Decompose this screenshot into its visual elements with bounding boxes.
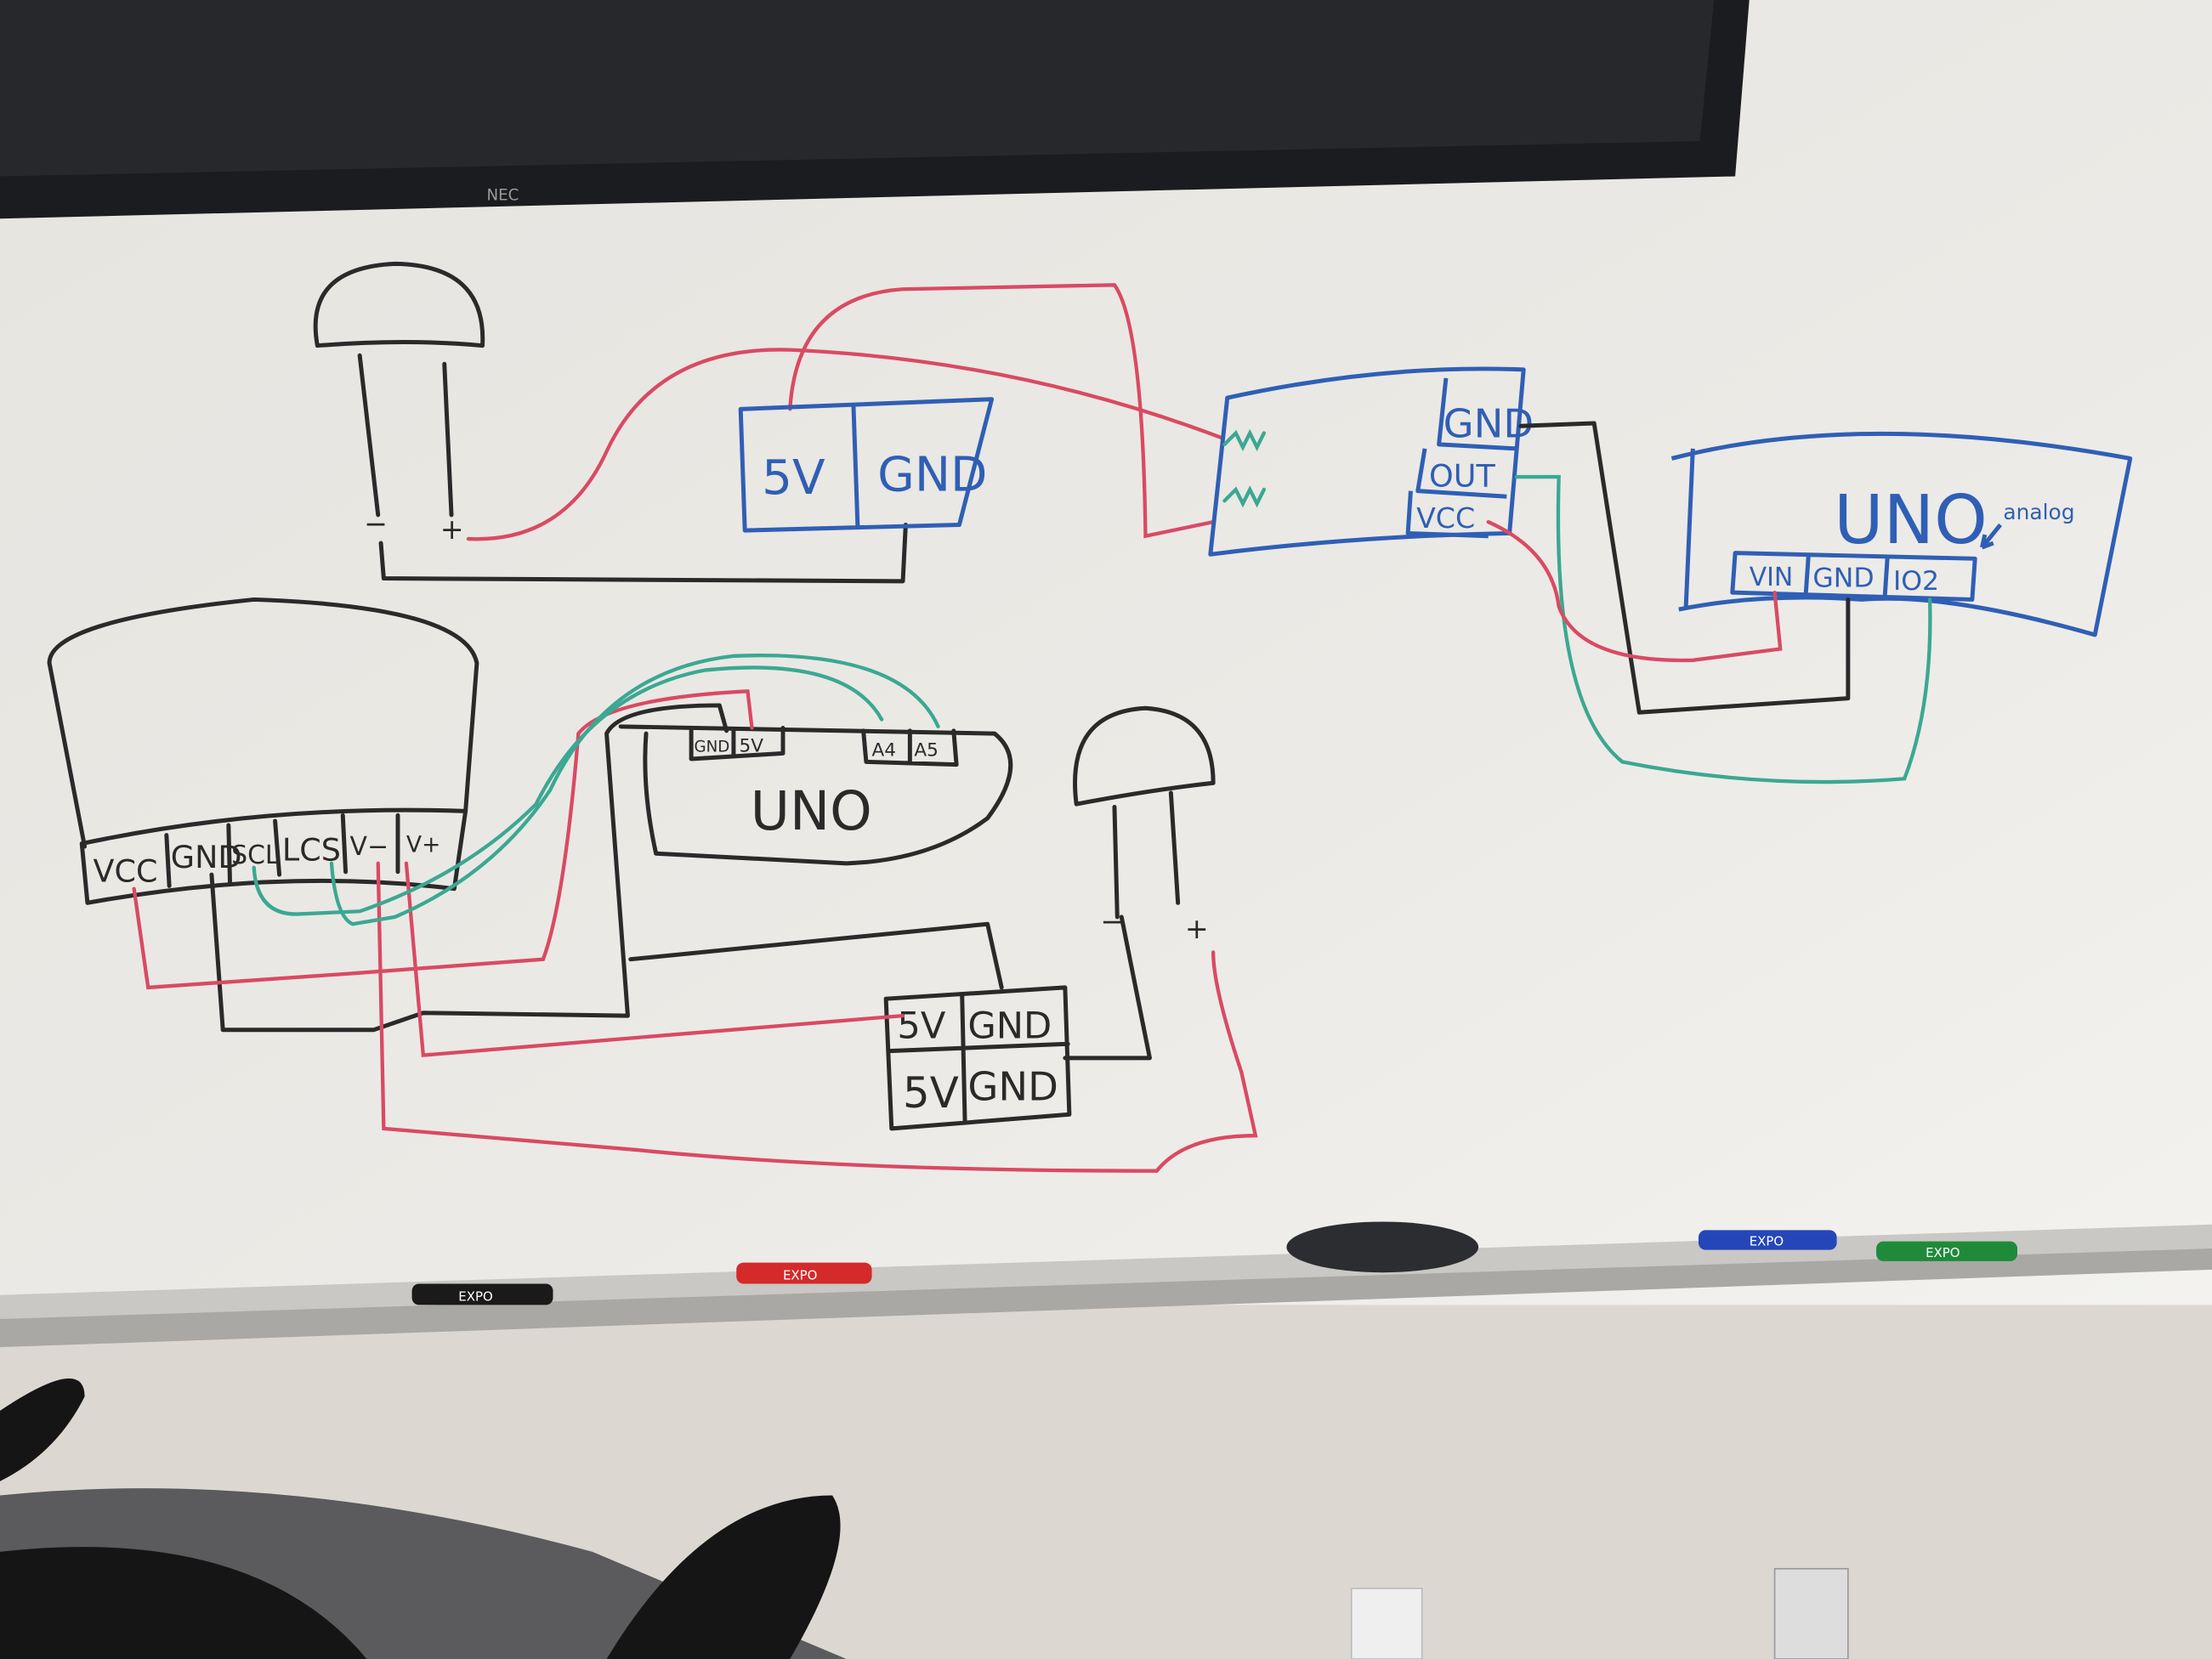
svg-text:V−: V− <box>350 832 389 862</box>
svg-text:−: − <box>1100 905 1124 938</box>
uno-right: UNO analog VIN GND IO2 <box>1670 431 2133 637</box>
svg-text:EXPO: EXPO <box>1926 1245 1960 1260</box>
marker-red[interactable]: EXPO <box>736 1262 872 1284</box>
svg-text:OUT: OUT <box>1429 458 1495 495</box>
power-module: 5V GND <box>738 397 995 533</box>
svg-text:GND: GND <box>877 448 987 503</box>
svg-text:GND: GND <box>694 739 729 756</box>
svg-text:GND: GND <box>967 1005 1052 1048</box>
chair-arm <box>0 1378 85 1481</box>
wire-green <box>329 654 940 926</box>
eraser[interactable] <box>1286 1221 1479 1273</box>
wire-black <box>209 703 1004 1033</box>
whiteboard <box>0 0 2212 1305</box>
sensor-right: − + <box>1073 705 1216 945</box>
uno-left: GND 5V A4 A5 UNO <box>618 724 1013 866</box>
svg-text:VCC: VCC <box>1416 501 1475 535</box>
wire-red <box>788 283 1216 539</box>
marker-blue[interactable]: EXPO <box>1698 1230 1837 1250</box>
wire-red <box>466 348 1222 541</box>
svg-text:A4: A4 <box>872 740 896 762</box>
svg-text:UNO: UNO <box>751 779 872 842</box>
sensor-pins <box>1222 428 1267 508</box>
wire-black <box>378 522 908 584</box>
wire-red <box>376 861 1258 1173</box>
wire-green <box>1514 474 1932 784</box>
svg-text:+: + <box>1185 912 1209 945</box>
wire-red <box>404 861 905 1057</box>
svg-text:5V: 5V <box>903 1068 959 1118</box>
svg-text:analog: analog <box>2003 500 2074 524</box>
chair-arms <box>0 1495 841 1659</box>
wire-red <box>1486 519 1783 663</box>
svg-text:5V: 5V <box>897 1005 945 1048</box>
svg-text:V+: V+ <box>406 832 440 858</box>
svg-text:EXPO: EXPO <box>783 1267 817 1282</box>
svg-text:+: + <box>440 512 464 546</box>
wire-green <box>252 665 884 916</box>
svg-text:UNO: UNO <box>1834 480 1988 559</box>
wire-red <box>132 689 754 990</box>
svg-text:GND: GND <box>967 1064 1058 1110</box>
svg-text:5V: 5V <box>740 736 764 757</box>
svg-text:5V: 5V <box>762 450 825 506</box>
wall-plate <box>1350 1588 1423 1659</box>
svg-text:VCC: VCC <box>94 852 158 889</box>
svg-text:GND: GND <box>171 839 242 875</box>
marker-black[interactable]: EXPO <box>411 1283 553 1305</box>
sensor-left: − + <box>313 261 485 546</box>
wire-black <box>1518 421 1851 715</box>
svg-text:GND: GND <box>1443 401 1534 447</box>
svg-text:GND: GND <box>1812 563 1874 593</box>
svg-text:IO2: IO2 <box>1893 566 1939 597</box>
lcd: VCC GND SCL LCS V− V+ <box>47 597 479 905</box>
wire-black <box>1063 914 1152 1061</box>
svg-text:EXPO: EXPO <box>1750 1234 1784 1249</box>
breadboard-rails: 5V GND 5V GND <box>883 985 1072 1131</box>
marker-green[interactable]: EXPO <box>1876 1241 2017 1261</box>
svg-text:−: − <box>364 507 388 540</box>
power-outlet <box>1773 1567 1849 1659</box>
marker-tray <box>0 1221 2212 1348</box>
svg-text:VIN: VIN <box>1750 563 1794 592</box>
svg-text:SCL: SCL <box>231 841 280 870</box>
tv: NEC <box>0 0 1750 219</box>
tv-brand: NEC <box>487 187 519 205</box>
svg-text:A5: A5 <box>914 740 938 762</box>
svg-text:EXPO: EXPO <box>458 1288 492 1304</box>
